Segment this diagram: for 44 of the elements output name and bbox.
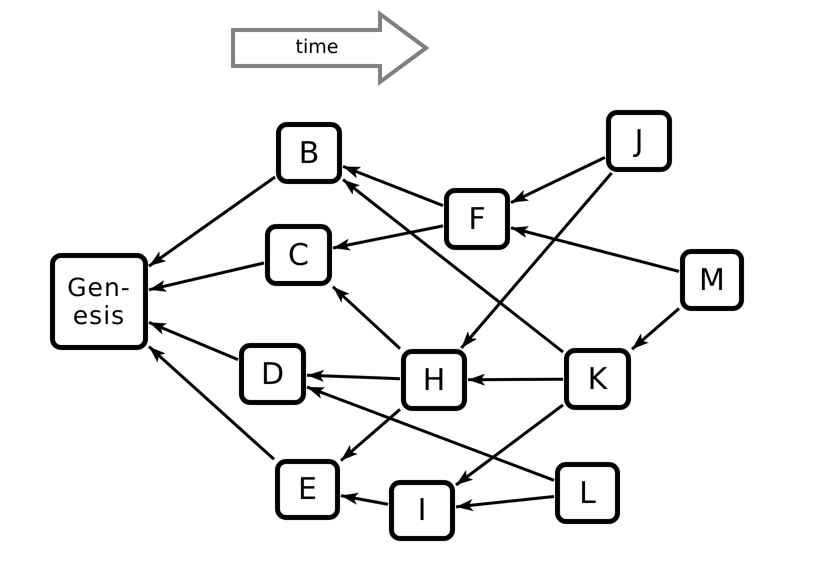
arrow <box>510 156 606 204</box>
node-box <box>265 224 332 286</box>
node-box <box>50 253 148 350</box>
node-label: L <box>579 476 596 510</box>
node-box <box>564 348 631 410</box>
node-label: B <box>298 136 320 170</box>
arrow <box>468 374 564 386</box>
arrow <box>306 370 400 382</box>
node-label: K <box>588 362 608 396</box>
node-label: D <box>260 358 284 390</box>
node-label: H <box>422 364 446 396</box>
node-box <box>555 462 620 524</box>
arrow <box>460 172 613 349</box>
node-label: J <box>634 124 644 158</box>
direction-label: time <box>294 36 340 58</box>
arrow <box>456 495 554 512</box>
node-box <box>275 459 340 520</box>
arrow <box>148 321 239 361</box>
arrow <box>342 178 564 354</box>
arrow <box>631 307 680 350</box>
arrow <box>306 386 555 482</box>
node-box <box>401 349 467 411</box>
arrow <box>340 492 388 506</box>
node-label: M <box>699 264 725 296</box>
arrow <box>148 345 275 460</box>
arrow <box>340 408 401 462</box>
arrow <box>332 224 444 251</box>
arrow <box>342 165 444 207</box>
arrow <box>510 226 680 273</box>
node-label: E <box>298 473 317 506</box>
arrow <box>455 404 564 486</box>
node-label: F <box>468 202 486 236</box>
node-box <box>444 188 510 250</box>
node-box <box>239 343 306 405</box>
arrow <box>148 176 276 268</box>
node-label: I <box>418 494 426 527</box>
node-label: C <box>288 238 309 272</box>
node-box <box>389 480 455 541</box>
arrow <box>148 262 264 292</box>
node-box <box>606 110 672 172</box>
arrow <box>332 286 402 350</box>
node-box <box>276 122 342 184</box>
node-box <box>680 249 744 311</box>
node-label: Gen- esis <box>66 274 132 329</box>
